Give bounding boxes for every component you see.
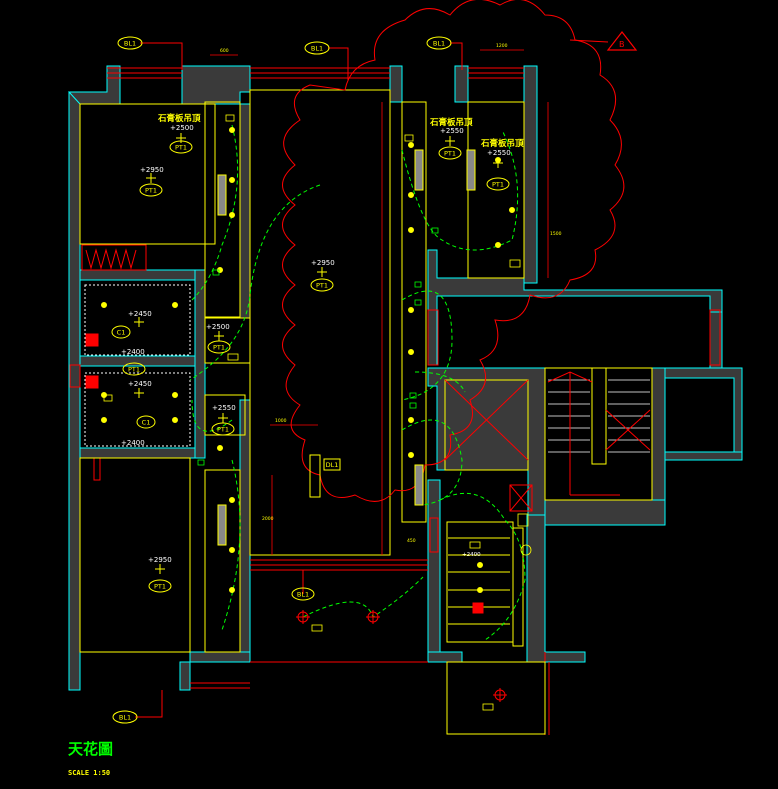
wall-top-right-bay-2	[454, 65, 469, 103]
level-2400-a: +2400	[121, 348, 145, 356]
level-2550-a: +2550	[440, 127, 464, 135]
exhaust-fans	[85, 333, 484, 614]
tag-pt1-f: PT1	[213, 344, 225, 352]
dim-1500: 1500	[550, 231, 562, 237]
stair-treads	[548, 379, 650, 453]
tag-dl1-box	[323, 458, 341, 471]
wall-divider-1	[79, 269, 196, 281]
level-2400-c: +2400	[462, 552, 481, 558]
tag-pt1-b: PT1	[145, 187, 157, 195]
green-switches	[197, 227, 439, 466]
wall-top-right-bay	[389, 65, 403, 103]
wall-lift-bottom	[664, 451, 743, 461]
tag-pt1-c: PT1	[316, 282, 328, 290]
wall-shaft	[427, 479, 441, 663]
level-2500-a: +2500	[170, 124, 194, 132]
wall-bottom-left	[189, 651, 251, 663]
wall-divider-4	[194, 269, 206, 459]
wall-divider-2	[79, 355, 196, 367]
walls	[67, 65, 743, 691]
level-2550-b: +2550	[487, 149, 511, 157]
tag-dl1: DL1	[326, 461, 339, 469]
dim-2000: 2000	[262, 516, 274, 522]
wall-lift-right	[664, 367, 743, 461]
tag-c1-a: C1	[117, 329, 126, 337]
tag-bl1-top-right: BL1	[433, 40, 445, 48]
tag-leaders	[135, 42, 463, 718]
wall-stair-right	[651, 367, 666, 503]
note-gypsum-mid: 石膏板吊頂	[429, 117, 473, 128]
tag-pt1-e: PT1	[492, 181, 504, 189]
tag-pt1-g: PT1	[217, 426, 229, 434]
level-2400-b: +2400	[121, 439, 145, 447]
level-2550-c: +2550	[212, 404, 236, 412]
wall-room-divider	[239, 103, 251, 319]
level-2950-a: +2950	[140, 166, 164, 174]
wall-top-mid	[181, 65, 251, 105]
level-markers	[134, 133, 503, 574]
level-2950-b: +2950	[311, 259, 335, 267]
wall-top-left	[67, 65, 121, 105]
tag-texts: BL1 BL1 BL1 BL1 BL1 PT1 PT1 PT1 PT1 PT1 …	[117, 40, 504, 722]
wall-left	[68, 91, 81, 691]
ceiling-notes: 石膏板吊頂 石膏板吊頂 石膏板吊頂	[157, 113, 524, 149]
tag-pt1-a: PT1	[175, 144, 187, 152]
tag-pt1-h: PT1	[128, 366, 140, 374]
tag-bl1-bottom: BL1	[119, 714, 131, 722]
dimension-texts: 600 1200 1000 2000 1500 450	[220, 43, 562, 544]
drawing-title: 天花圖	[68, 740, 114, 758]
wall-lower-left-room	[239, 399, 251, 663]
dimension-lines	[210, 49, 549, 555]
wall-divider-3	[79, 447, 196, 459]
dim-1000: 1000	[275, 418, 287, 424]
dim-1200-top: 1200	[496, 43, 508, 49]
tag-bl1-top-mid: BL1	[311, 45, 323, 53]
tag-pt1-d: PT1	[444, 150, 456, 158]
wall-stair-bottom	[544, 499, 666, 526]
note-gypsum-left: 石膏板吊頂	[157, 113, 201, 124]
tag-ellipses	[111, 36, 510, 724]
wall-shaft-2	[526, 514, 586, 663]
hatch-vanity	[69, 244, 147, 481]
wall-corridor-top	[427, 249, 723, 366]
revision-triangle	[606, 31, 638, 51]
drawing-scale: SCALE 1:50	[68, 769, 111, 777]
tag-pt1-i: PT1	[154, 583, 166, 591]
wall-bottom-left-2	[179, 661, 191, 691]
light-fixtures	[101, 127, 515, 593]
tag-bl1-mid: BL1	[297, 591, 309, 599]
level-texts: +2500 +2950 +2950 +2550 +2550 +2500 +245…	[121, 124, 511, 564]
tag-c1-b: C1	[142, 419, 151, 427]
wall-right-bay	[523, 65, 538, 284]
dim-450: 450	[407, 538, 416, 544]
downlights	[296, 610, 507, 702]
wall-bottom-right	[427, 651, 463, 663]
ceiling-outlines	[79, 89, 653, 735]
level-2450-b: +2450	[128, 380, 152, 388]
level-2950-c: +2950	[148, 556, 172, 564]
level-2450-a: +2450	[128, 310, 152, 318]
dim-600-top: 600	[220, 48, 229, 54]
revision-cloud	[282, 0, 625, 502]
revision-leader	[569, 39, 609, 43]
wall-stair-core	[427, 367, 546, 516]
tag-bl1-top-left: BL1	[124, 40, 136, 48]
note-gypsum-right: 石膏板吊頂	[480, 138, 524, 149]
level-2500-b: +2500	[206, 323, 230, 331]
switch-boxes	[103, 114, 532, 711]
revision-label: B	[619, 40, 625, 49]
